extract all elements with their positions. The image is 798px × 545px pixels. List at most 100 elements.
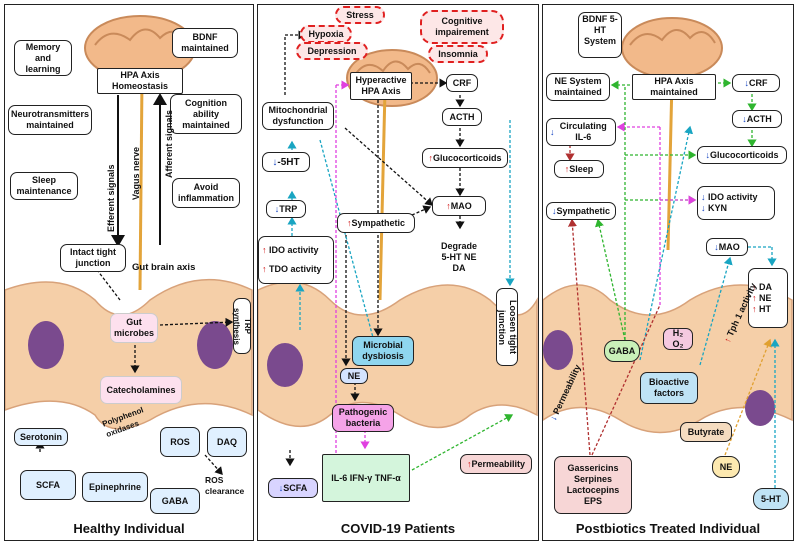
ne-box: NE [712,456,740,478]
legend-box: BDNF 5-HT System [578,12,622,58]
gutbrain-label: Gut brain axis [132,262,196,273]
glucocorticoids-label: Glucocorticoids [709,149,779,160]
cytokines-box: IL-6 IFN-γ TNF-α [322,454,410,502]
sleep-box: Sleep maintenance [10,172,78,200]
ne-system-box: NE System maintained [546,73,610,101]
degrade-box: Degrade 5-HT NE DA [434,230,484,284]
h2o2-box: H₂ O₂ [663,328,693,350]
up-arrow-icon: ↑ [564,163,570,174]
crf-box: ↓ CRF [732,74,780,92]
microbes-box: Gut microbes [110,313,158,343]
gaba-box: GABA [150,488,200,514]
ros-clearance-label: ROS clearance [205,475,245,496]
bdnf-box: BDNF maintained [172,28,238,58]
up-arrow-icon: ↑ [466,458,472,469]
gut-lining [4,278,253,430]
down-arrow-icon: ↓ [278,482,284,493]
hpa-box: HPA Axis maintained [632,74,716,100]
stress-label: Stress [335,6,385,24]
5ht-box: ↓-5HT [262,152,310,172]
mao-box: ↓ MAO [706,238,748,256]
crf-box: CRF [446,74,478,92]
down-arrow-icon: ↓ [274,203,280,214]
dysbiosis-box: Microbial dysbiosis [352,336,414,366]
sleep-box: ↑ Sleep [554,160,604,178]
sympathetic-box: ↑ Sympathetic [337,213,415,233]
panel-postbiotics: Postbiotics Treated Individual [542,4,794,541]
brain-icon [621,17,723,79]
up-arrow-icon: ↑ [752,303,760,314]
down-arrow-icon: ↓ [705,149,710,160]
down-arrow-icon: ↓ [701,203,709,213]
permeability-label: Permeability [471,458,526,469]
scfa-box: ↓ SCFA [268,478,318,498]
kyn-label: KYN [708,203,728,213]
down-arrow-icon: ↓ [701,192,709,202]
neurotransmitter-box: ↑ DA ↑ NE ↑ HT [748,268,788,328]
acth-label: ACTH [746,113,772,124]
sympathetic-box: ↓ Sympathetic [546,202,616,220]
panel-title: COVID-19 Patients [340,521,456,536]
down-arrow-icon: ↓ [551,205,557,216]
panel-healthy: Healthy Individual [4,4,254,541]
neurotransmitters-box: Neurotransmitters maintained [8,105,92,135]
mao-box: ↑ MAO [432,196,486,216]
up-arrow-icon: ↑ [346,217,352,228]
trp-box: ↓ TRP [266,200,306,218]
5ht-label: -5HT [277,156,300,168]
afferent-label: Afferent signals [164,109,174,178]
acth-box: ↓ ACTH [732,110,782,128]
scfa-box: SCFA [20,470,76,500]
ne-box: NE [340,368,368,384]
il6-label: Circulating IL-6 [559,121,607,142]
down-arrow-icon: ↓ [272,156,278,168]
ido-kyn-box: ↓ IDO activity ↓ KYN [697,186,775,220]
bioactive-box: Bioactive factors [640,372,698,404]
5ht-box: 5-HT [753,488,789,510]
insomnia-label: Insomnia [428,45,488,63]
hyperactive-box: Hyperactive HPA Axis [350,72,412,100]
panel-title: Postbiotics Treated Individual [575,521,761,536]
epinephrine-box: Epinephrine [82,472,148,502]
pathogenic-box: Pathogenic bacteria [332,404,394,432]
postbiotics-box: Gassericins Serpines Lactocepins EPS [554,456,632,514]
catecholamines-box: Catecholamines [100,376,182,404]
sleep-label: Sleep [569,163,594,174]
crf-label: CRF [749,77,768,88]
glucocorticoids-label: Glucocorticoids [432,152,502,163]
up-arrow-icon: ↑ [428,152,433,163]
glucocorticoids-box: ↓ Glucocorticoids [697,146,787,164]
depression-label: Depression [296,42,368,60]
sympathetic-label: Sympathetic [556,205,611,216]
trp-box: TRP synthesis [232,298,252,354]
down-arrow-icon: ↓ [550,126,555,137]
gut-lining [542,284,793,434]
scfa-label: SCFA [283,482,308,493]
trp-label: TRP [279,203,298,214]
efferent-label: Efferent signals [106,164,116,232]
ht-label: HT [759,303,772,314]
il6-box: ↓ Circulating IL-6 [546,118,616,146]
ido-tdo-box: ↑ IDO activity ↑ TDO activity [258,236,334,284]
up-arrow-icon: ↑ [752,281,760,292]
ne-label: NE [759,292,772,303]
down-arrow-icon: ↓ [744,77,750,88]
serotonin-box: Serotonin [14,428,68,446]
butyrate-box: Butyrate [680,422,732,442]
mao-label: MAO [450,200,472,211]
up-arrow-icon: ↑ [752,292,760,303]
panel-covid: COVID-19 Patients [257,4,539,541]
hpa-box: HPA Axis Homeostasis [97,68,183,94]
permeability-box: ↑ Permeability [460,454,532,474]
up-arrow-icon: ↑ [446,200,451,211]
ros-box: ROS [160,427,200,457]
intact-box: Intact tight junction [60,244,126,272]
glucocorticoids-box: ↑ Glucocorticoids [422,148,508,168]
inflammation-box: Avoid inflammation [172,178,240,208]
da-label: DA [759,281,773,292]
cognition-box: Cognition ability maintained [170,94,242,134]
up-arrow-icon: ↑ [262,264,270,274]
daq-box: DAQ [207,427,247,457]
sympathetic-label: Sympathetic [351,217,406,228]
acth-box: ACTH [442,108,482,126]
